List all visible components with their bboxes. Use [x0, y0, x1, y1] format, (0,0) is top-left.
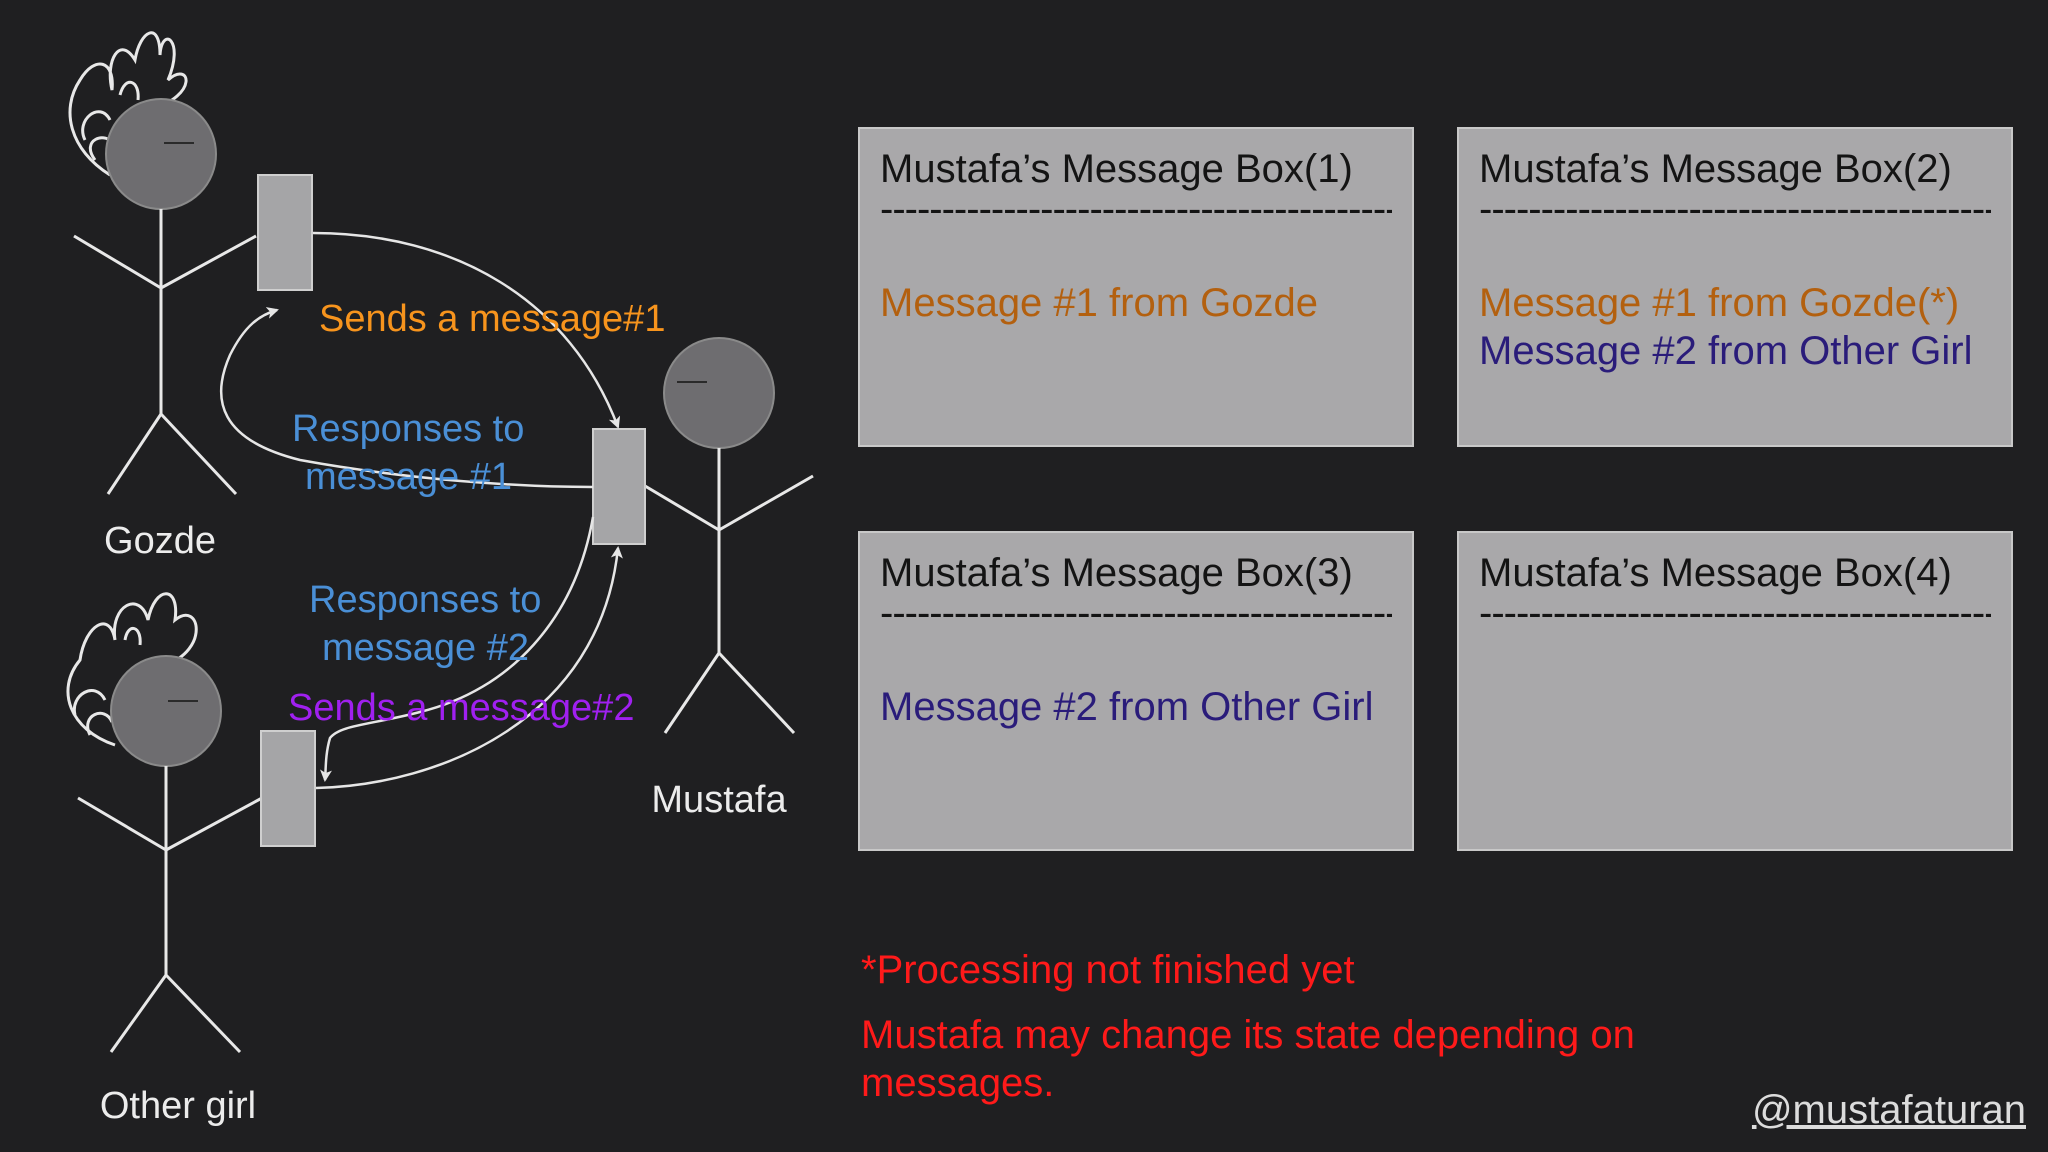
label-responses-2-line2: message #2: [322, 627, 529, 669]
arrow-responses-message-1: [219, 307, 594, 489]
message-box-3-separator: ----------------------------------------…: [880, 597, 1392, 629]
gozde-label: Gozde: [104, 520, 216, 562]
author-handle[interactable]: @mustafaturan: [1751, 1088, 2026, 1132]
other-girl-envelope: [260, 730, 316, 847]
label-sends-message-1: Sends a message#1: [319, 298, 665, 340]
mustafa-arm-right: [718, 474, 814, 532]
mustafa-figure: Mustafa: [592, 337, 814, 821]
note-state-line2: messages.: [861, 1061, 1055, 1105]
message-box-2-message-2: Message #2 from Other Girl: [1479, 329, 1973, 373]
message-box-3-message-1: Message #2 from Other Girl: [880, 685, 1374, 729]
label-sends-message-2: Sends a message#2: [288, 687, 634, 729]
other-girl-figure: Other girl: [66, 592, 316, 1127]
other-girl-head: [110, 655, 222, 767]
message-box-2: Mustafa’s Message Box(2) ---------------…: [1457, 127, 2013, 447]
message-box-4-title: Mustafa’s Message Box(4): [1479, 551, 1952, 595]
message-box-1: Mustafa’s Message Box(1) ---------------…: [858, 127, 1414, 447]
note-processing: *Processing not finished yet: [861, 948, 1355, 992]
message-box-2-separator: ----------------------------------------…: [1479, 193, 1991, 225]
message-box-1-separator: ----------------------------------------…: [880, 193, 1392, 225]
gozde-envelope: [257, 174, 313, 291]
arrow-sends-message-1: [312, 231, 621, 429]
label-responses-2-line1: Responses to: [309, 579, 541, 621]
message-box-2-title: Mustafa’s Message Box(2): [1479, 147, 1952, 191]
message-box-3-title: Mustafa’s Message Box(3): [880, 551, 1353, 595]
other-girl-arm-left: [77, 796, 167, 852]
message-box-4: Mustafa’s Message Box(4) ---------------…: [1457, 531, 2013, 851]
message-box-4-separator: ----------------------------------------…: [1479, 597, 1991, 629]
mustafa-leg-left: [663, 652, 721, 734]
other-girl-arm-right: [165, 796, 263, 852]
other-girl-leg-left: [109, 974, 168, 1053]
arrow-responses-message-2: [320, 516, 595, 782]
arrow-sends-message-2: [315, 546, 623, 790]
message-box-2-message-1: Message #1 from Gozde(*): [1479, 281, 1960, 325]
gozde-figure: Gozde: [68, 31, 313, 562]
label-responses-1-line1: Responses to: [292, 408, 524, 450]
mustafa-label: Mustafa: [651, 779, 787, 821]
gozde-leg-left: [106, 413, 163, 495]
message-box-1-title: Mustafa’s Message Box(1): [880, 147, 1353, 191]
other-girl-label: Other girl: [100, 1085, 256, 1127]
gozde-leg-right: [159, 412, 238, 496]
other-girl-leg-right: [164, 973, 242, 1054]
message-box-3: Mustafa’s Message Box(3) ---------------…: [858, 531, 1414, 851]
message-box-1-message-1: Message #1 from Gozde: [880, 281, 1318, 325]
gozde-arm-left: [73, 234, 162, 290]
mustafa-leg-right: [717, 651, 796, 735]
gozde-head: [105, 98, 217, 210]
note-state-line1: Mustafa may change its state depending o…: [861, 1013, 1635, 1057]
mustafa-arm-left: [639, 481, 720, 532]
gozde-arm-right: [160, 234, 257, 290]
other-girl-hair-strands: [72, 627, 142, 736]
mustafa-envelope: [592, 428, 646, 545]
gozde-hair: [68, 31, 188, 177]
mustafa-head: [663, 337, 775, 449]
label-responses-1-line2: message #1: [305, 456, 512, 498]
other-girl-hair: [66, 592, 198, 747]
